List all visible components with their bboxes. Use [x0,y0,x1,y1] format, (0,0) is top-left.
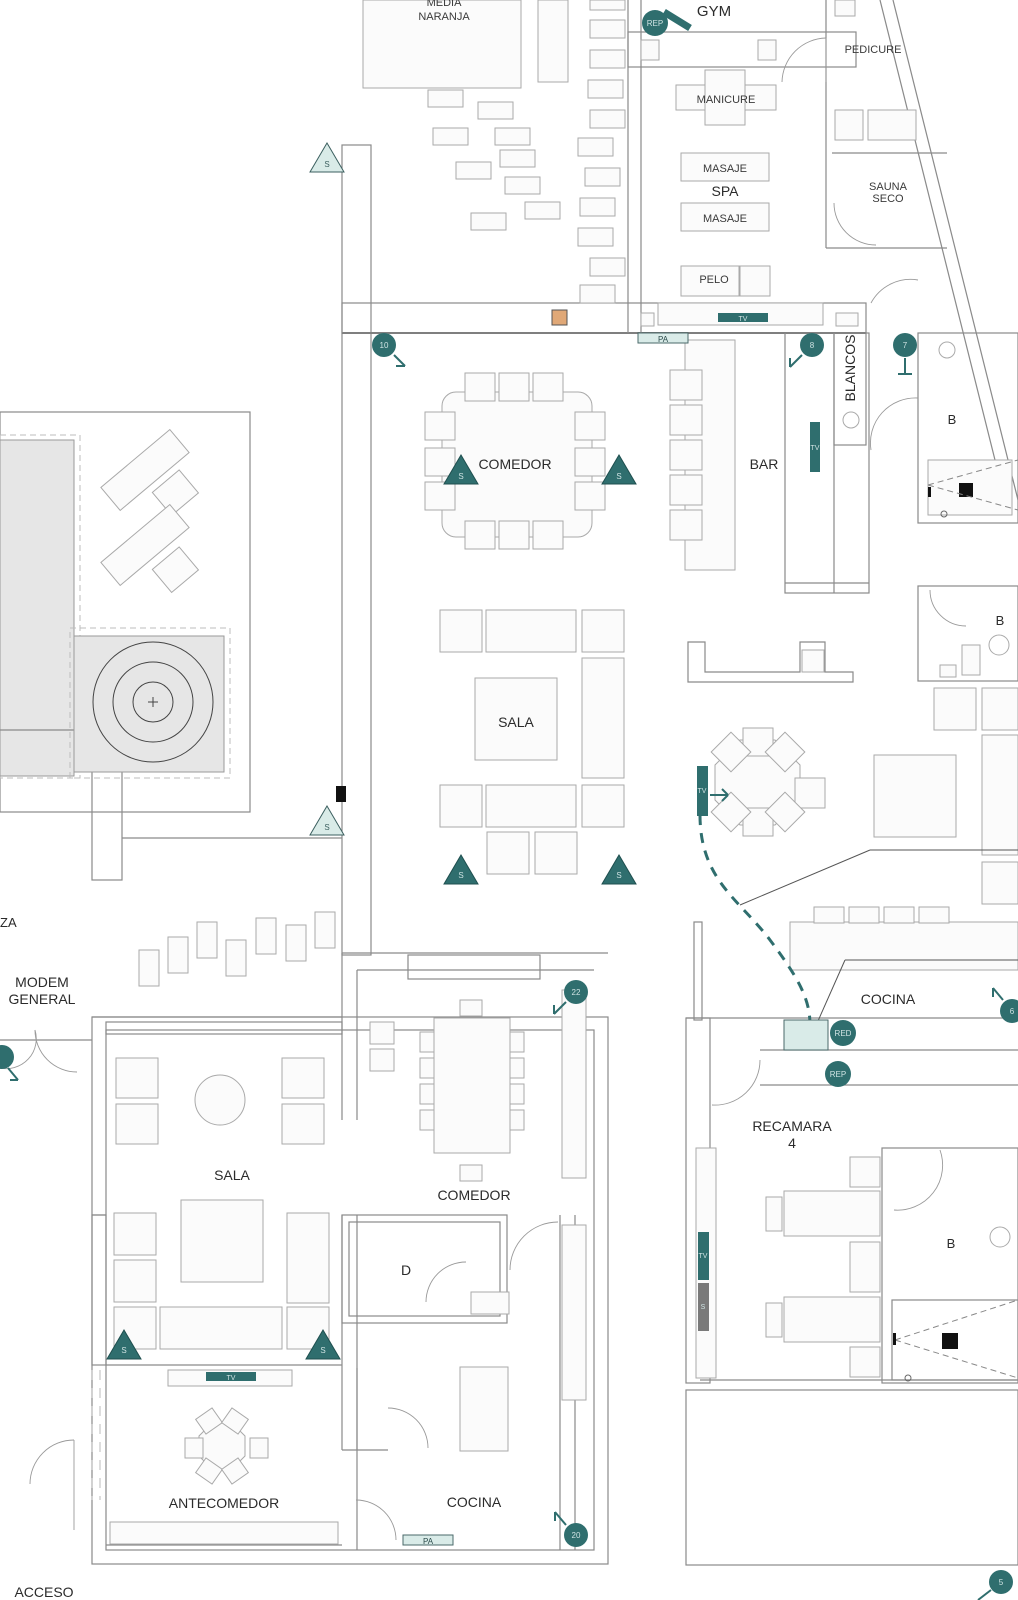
svg-text:RED: RED [835,1029,852,1038]
label-pedicure: PEDICURE [845,44,902,56]
svg-text:22: 22 [572,988,581,997]
label-plaza: ZA [0,915,17,930]
network-nodes: REP RED REP [642,9,856,1087]
speaker-icon: S [601,854,637,885]
label-comedor-2: COMEDOR [437,1187,510,1203]
label-sala-main: SALA [498,714,534,730]
label-manicure: MANICURE [697,94,756,106]
repeater-icon: REP [825,1061,851,1087]
svg-text:TV: TV [227,1375,236,1382]
label-cocina-2: COCINA [447,1494,502,1510]
svg-text:S: S [616,871,621,880]
camera-icon: 8 [789,333,824,368]
label-sala-2: SALA [214,1167,250,1183]
label-gym: GYM [697,3,731,20]
orange-marker [551,309,568,326]
label-media-naranja-2: NARANJA [418,11,470,23]
label-pelo: PELO [699,274,729,286]
speaker-bar-icon: S [698,1283,709,1331]
svg-text:TV: TV [739,316,748,323]
camera-icon: 5 [977,1570,1013,1600]
label-bath-2: B [996,613,1005,628]
router-icon: RED [830,1020,856,1046]
label-bath-3: B [947,1236,956,1251]
svg-text:5: 5 [999,1578,1004,1587]
svg-text:8: 8 [810,341,815,350]
pool-deck [0,411,251,813]
speaker-icon: S [601,454,637,485]
label-acceso: ACCESO [14,1584,73,1600]
svg-text:S: S [320,1346,325,1355]
camera-icon: 20 [554,1511,588,1547]
pa-icon: PA [637,332,689,344]
camera-icon [0,1045,19,1081]
label-antecomedor: ANTECOMEDOR [169,1495,279,1511]
cable-path [698,814,812,1026]
label-recamara-1: RECAMARA [752,1118,832,1134]
label-sauna-1: SAUNA [869,181,908,193]
svg-text:TV: TV [699,1253,708,1260]
left-apartment-furniture [0,911,587,1545]
label-recamara-2: 4 [788,1135,796,1151]
svg-text:S: S [458,472,463,481]
pa-icon: PA [402,1534,454,1546]
svg-text:10: 10 [380,341,389,350]
label-media-naranja-1: MEDIA [427,0,463,9]
svg-text:S: S [121,1346,126,1355]
camera-icon: 7 [893,333,917,375]
camera-icon: 10 [372,333,406,367]
label-masaje-2: MASAJE [703,213,747,225]
svg-text:PA: PA [423,1537,434,1546]
network-box [783,1019,829,1051]
svg-text:S: S [616,472,621,481]
svg-text:TV: TV [811,445,820,452]
tv-icon: TV [810,422,820,472]
label-modem-1: MODEM [15,974,69,990]
label-sauna-2: SECO [872,193,904,205]
speaker-icon: S [309,142,345,173]
great-room-furniture [424,339,1018,1021]
speaker-icon: S [106,1329,142,1360]
svg-text:REP: REP [830,1070,846,1079]
svg-text:PA: PA [658,335,669,344]
label-masaje-1: MASAJE [703,163,747,175]
svg-text:20: 20 [572,1531,581,1540]
repeater-icon: REP [642,9,692,36]
speaker-icon: S [309,805,345,836]
speaker-icon: S [443,454,479,485]
svg-text:TV: TV [698,788,707,795]
svg-text:6: 6 [1010,1007,1015,1016]
speakers: S S S S S S S S [106,142,637,1360]
media-naranja-area [362,0,626,326]
camera-icon: 6 [992,987,1018,1023]
label-blancos: BLANCOS [842,335,858,402]
tv-icon: TV [698,1232,709,1280]
svg-text:S: S [701,1304,706,1311]
svg-text:REP: REP [647,19,663,28]
tv-icon: TV [697,766,729,816]
pa-markers: PA PA [402,332,689,1546]
label-cocina-main: COCINA [861,991,916,1007]
tv-icon: TV [206,1372,256,1382]
svg-text:7: 7 [903,341,908,350]
label-despensa: D [401,1262,411,1278]
tvs: TV TV TV TV TV S [206,313,820,1382]
recamara-furniture [336,459,1018,1382]
svg-text:S: S [324,823,329,832]
label-bar: BAR [750,456,779,472]
svg-text:S: S [324,160,329,169]
svg-text:S: S [458,871,463,880]
walls [0,0,1018,1566]
label-comedor-main: COMEDOR [478,456,551,472]
speaker-icon: S [305,1329,341,1360]
label-spa: SPA [712,183,740,199]
label-modem-2: GENERAL [9,991,76,1007]
label-bath-1: B [948,412,957,427]
cameras: 10 8 7 22 20 6 [0,333,1018,1600]
tv-icon: TV [718,313,768,323]
speaker-icon: S [443,854,479,885]
camera-icon: 22 [553,980,588,1015]
